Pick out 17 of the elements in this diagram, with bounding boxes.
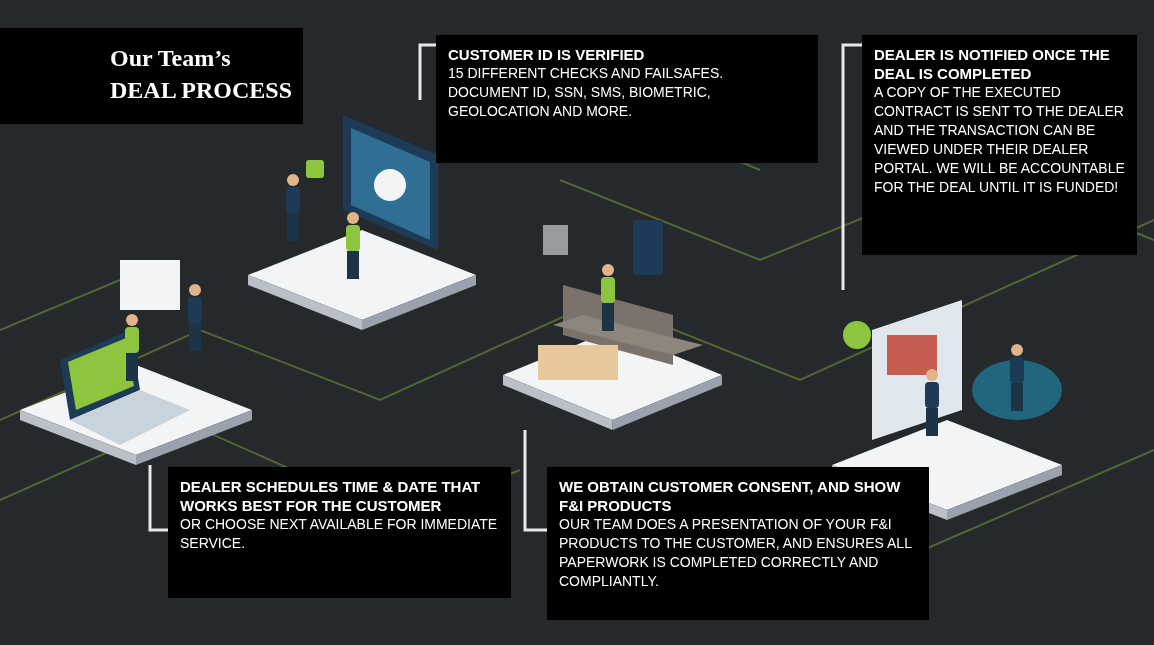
step-card [168, 467, 511, 598]
leader-line [148, 465, 168, 532]
step-card [547, 467, 929, 620]
step-description: 15 DIFFERENT CHECKS AND FAILSAFES. DOCUMENT ID, SSN, SMS, BIOMETRIC, GEOLOCATION AND MORE. [448, 64, 725, 121]
step-card [862, 35, 1137, 255]
step-heading: DEALER IS NOTIFIED ONCE THE DEAL IS COMPLETED [874, 45, 1111, 83]
step-heading: DEALER SCHEDULES TIME & DATE THAT WORKS BEST FOR THE CUSTOMER [180, 477, 482, 515]
leader-line [523, 430, 547, 532]
step-card [436, 35, 818, 163]
step-heading: WE OBTAIN CUSTOMER CONSENT, AND SHOW F&I PRODUCTS [559, 477, 902, 515]
title: Our Team’s DEAL PROCESS [110, 44, 294, 105]
step-description: A COPY OF THE EXECUTED CONTRACT IS SENT TO THE DEALER AND THE TRANSACTION CAN BE VIEWED UNDER THEIR DEALER PORTAL. WE WILL BE ACCOUNTABLE FOR THE DEAL UNTIL IT IS FUNDED! [874, 83, 1125, 197]
step-description: OR CHOOSE NEXT AVAILABLE FOR IMMEDIATE SERVICE. [180, 515, 499, 553]
step-heading: CUSTOMER ID IS VERIFIED [448, 45, 646, 64]
leader-line [418, 43, 436, 100]
step-description: OUR TEAM DOES A PRESENTATION OF YOUR F&I PRODUCTS TO THE CUSTOMER, AND ENSURES ALL PAPERWORK IS COMPLETED CORRECTLY AND COMPLIANTLY. [559, 515, 913, 591]
leader-line [841, 43, 862, 290]
